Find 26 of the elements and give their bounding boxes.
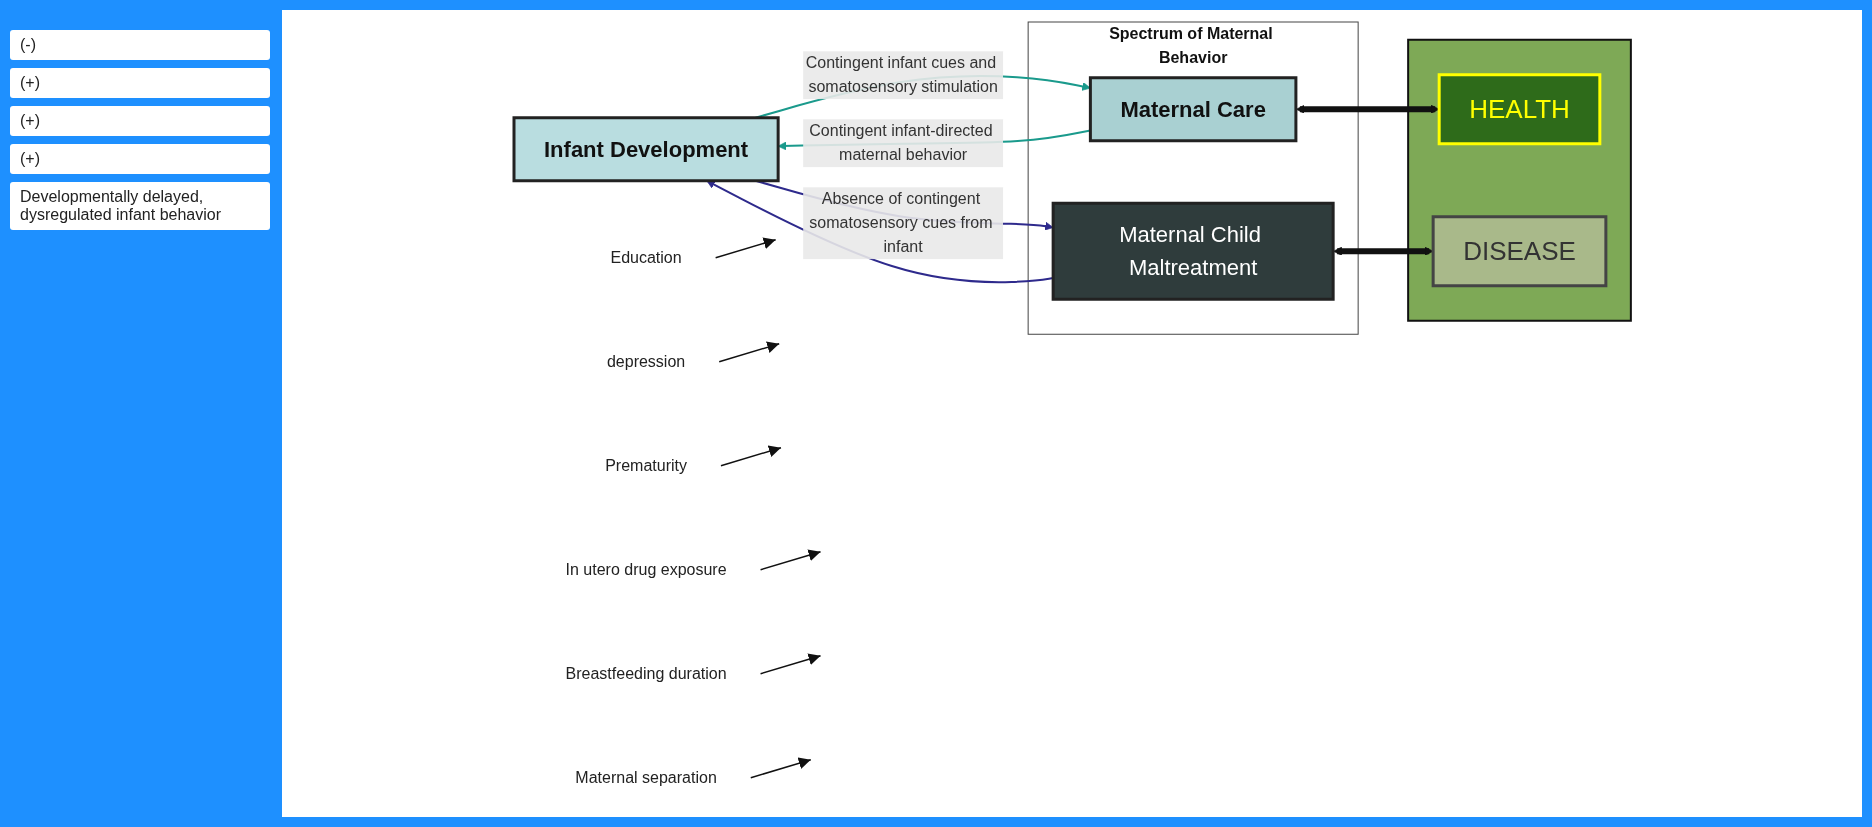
node-box: Infant Development [512,116,780,183]
note-label: (+) [10,144,270,174]
note-label: (-) [10,30,270,60]
edge-label: Absence of contingent somatosensory cues from infant [808,190,993,256]
note-label: Developmentally delayed, dysregulated infant behavior [10,182,270,230]
node-text: Education [610,248,682,266]
note-label: (+) [10,106,270,136]
node-text: Prematurity [604,456,687,474]
node-text: depression [606,352,685,370]
node-text: Breastfeeding duration [565,664,727,682]
cluster [1406,38,1632,322]
arrow [759,549,821,571]
node-text: Maternal separation [574,768,717,786]
node-box: Maternal Child Maltreatment [1051,201,1335,301]
arrow [719,445,782,467]
node-box: Maternal Care [1088,76,1297,143]
node-box: HEALTH [1437,73,1601,146]
node-box: DISEASE [1431,215,1607,288]
note-label: (+) [10,68,270,98]
arrow [759,653,821,675]
arrow [718,341,780,363]
arrow [714,237,776,259]
edge-label: Contingent infant-directed maternal behavior [808,122,993,164]
edge-label: Contingent infant cues and somatosensory stimulation [805,54,998,96]
arrow [749,757,812,779]
node-text: In utero drug exposure [565,560,727,578]
